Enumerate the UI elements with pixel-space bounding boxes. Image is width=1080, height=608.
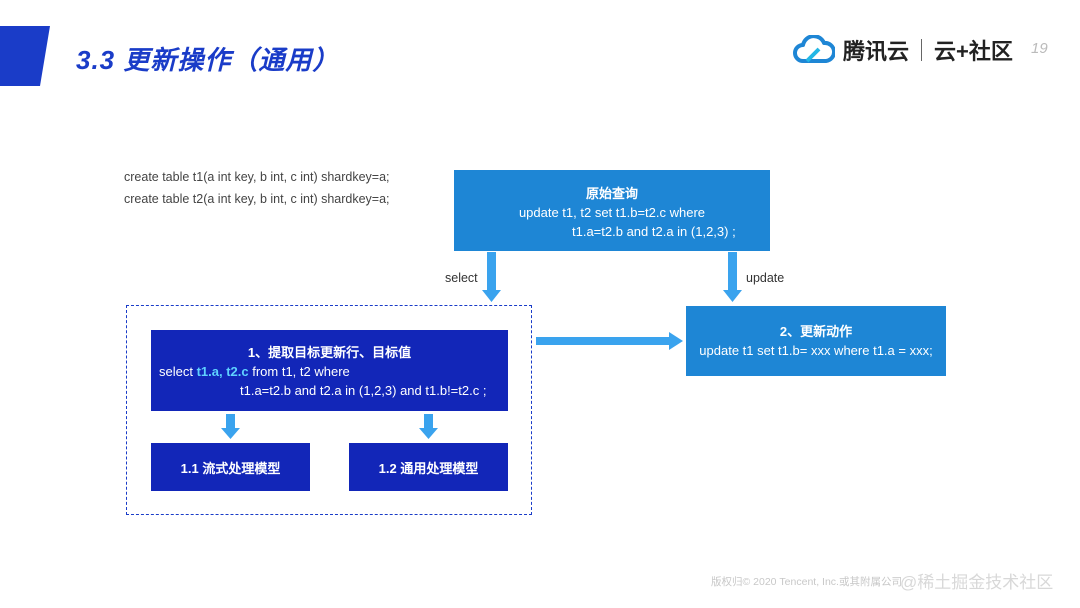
arrow-to-general	[419, 414, 438, 439]
ddl-line: create table t2(a int key, b int, c int)…	[124, 192, 390, 206]
logo-sub: 云+社区	[934, 39, 1013, 64]
extract-line1-suffix: from t1, t2 where	[248, 364, 350, 379]
arrow-update-down	[723, 252, 742, 302]
logo-divider	[921, 39, 923, 61]
general-model-box: 1.2 通用处理模型	[349, 443, 508, 491]
extract-line1: select t1.a, t2.c from t1, t2 where	[151, 362, 508, 381]
arrow-to-stream	[221, 414, 240, 439]
extract-group	[126, 305, 532, 515]
arrow-select-down	[482, 252, 501, 302]
extract-title: 1、提取目标更新行、目标值	[247, 345, 412, 360]
cloud-logo-icon	[793, 35, 835, 63]
ddl-statements: create table t1(a int key, b int, c int)…	[124, 166, 390, 210]
logo-name: 腾讯云	[843, 39, 910, 64]
extract-line2: t1.a=t2.b and t2.a in (1,2,3) and t1.b!=…	[240, 383, 487, 398]
original-query-title: 原始查询	[585, 186, 638, 201]
copyright: 版权归© 2020 Tencent, Inc.或其附属公司	[711, 576, 902, 588]
select-label: select	[445, 271, 478, 285]
update-action-line1: update t1 set t1.b= xxx where t1.a = xxx…	[699, 343, 933, 358]
arrow-to-action	[536, 332, 683, 350]
stream-model-box: 1.1 流式处理模型	[151, 443, 310, 491]
extract-box: 1、提取目标更新行、目标值 select t1.a, t2.c from t1,…	[151, 330, 508, 411]
slide-title: 3.3 更新操作（通用）	[76, 45, 340, 75]
original-query-box: 原始查询 update t1, t2 set t1.b=t2.c where t…	[454, 170, 770, 251]
update-action-title: 2、更新动作	[779, 324, 853, 339]
page-number: 19	[1031, 40, 1048, 57]
ddl-line: create table t1(a int key, b int, c int)…	[124, 170, 390, 184]
tencent-cloud-logo: 腾讯云 云+社区	[793, 32, 1013, 68]
original-query-line1: update t1, t2 set t1.b=t2.c where	[518, 205, 706, 220]
original-query-line2: t1.a=t2.b and t2.a in (1,2,3) ;	[572, 224, 736, 239]
watermark: @稀土掘金技术社区	[900, 573, 1054, 592]
extract-highlight-columns: t1.a, t2.c	[196, 364, 249, 379]
extract-line1-prefix: select	[159, 364, 197, 379]
update-action-box: 2、更新动作 update t1 set t1.b= xxx where t1.…	[686, 306, 946, 376]
update-label: update	[746, 271, 785, 285]
